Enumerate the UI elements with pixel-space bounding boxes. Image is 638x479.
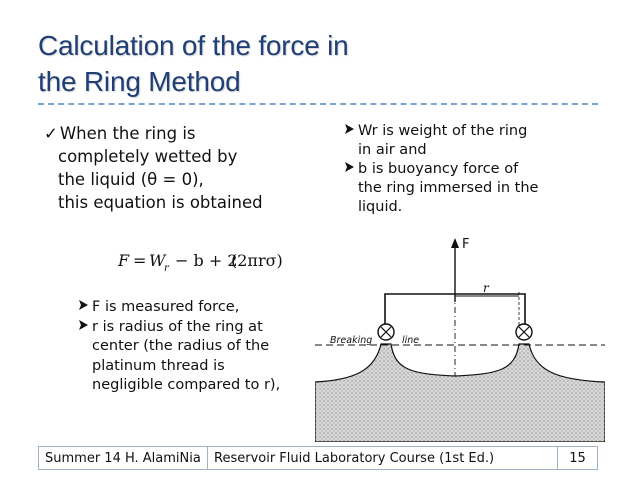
definition-r-cont-3: negligible compared to r),: [92, 377, 281, 393]
intro-line-3: the liquid (θ = 0),: [58, 170, 204, 189]
arrow-bullet-icon: [344, 122, 358, 141]
definition-wr-cont: in air and: [358, 142, 427, 158]
slide-footer: Summer 14 H. AlamiNia Reservoir Fluid La…: [38, 446, 598, 470]
liquid-meniscus: [314, 343, 606, 443]
title-line-2: the Ring Method: [38, 66, 241, 97]
force-arrowhead-icon: [451, 238, 459, 248]
title-divider: [38, 103, 598, 105]
variable-definitions: F is measured force, r is radius of the …: [78, 298, 338, 396]
definition-r-cont-2: platinum thread is: [92, 357, 225, 374]
formula-eq: =: [133, 251, 146, 270]
intro-line-1: When the ring is: [59, 124, 196, 143]
intro-bullet: ✓When the ring is completely wetted by t…: [44, 122, 334, 214]
intro-line-4: this equation is obtained: [58, 193, 263, 212]
definition-r-cont-1: center (the radius of the: [92, 338, 270, 354]
definition-r: r is radius of the ring at: [78, 318, 338, 338]
title-line-1: Calculation of the force in: [38, 30, 349, 61]
intro-line-2: completely wetted by: [58, 147, 238, 166]
slide-title: Calculation of the force in the Ring Met…: [38, 28, 598, 100]
definition-b-cont-2: liquid.: [358, 199, 403, 215]
formula-paren: (2πrσ): [231, 251, 283, 270]
ring-method-diagram: F r Breaking line: [314, 232, 606, 446]
footer-author: Summer 14 H. AlamiNia: [38, 446, 208, 470]
breaking-label: Breaking: [330, 335, 372, 346]
formula-w-sub: r: [164, 263, 170, 274]
formula-f: F: [118, 251, 130, 270]
arrow-bullet-icon: [78, 298, 92, 318]
definitions-list: Wr is weight of the ring in air and b is…: [344, 122, 599, 217]
definition-b-cont: the ring immersed in the: [358, 180, 539, 196]
arrow-bullet-icon: [78, 318, 92, 338]
formula-minus-b: − b + 2: [175, 251, 238, 270]
checkmark-icon: ✓: [44, 124, 58, 143]
line-label: line: [402, 335, 419, 346]
definition-f: F is measured force,: [78, 298, 338, 318]
footer-page-number: 15: [558, 446, 598, 470]
radius-label: r: [483, 281, 490, 295]
arrow-bullet-icon: [344, 160, 358, 179]
formula-w: W: [149, 251, 167, 270]
footer-course: Reservoir Fluid Laboratory Course (1st E…: [208, 446, 558, 470]
ring-force-equation: F = W r − b + 2 (2πrσ): [117, 246, 298, 280]
definition-b: b is buoyancy force of: [344, 160, 599, 179]
force-label: F: [462, 237, 469, 252]
definition-wr: Wr is weight of the ring: [344, 122, 599, 141]
